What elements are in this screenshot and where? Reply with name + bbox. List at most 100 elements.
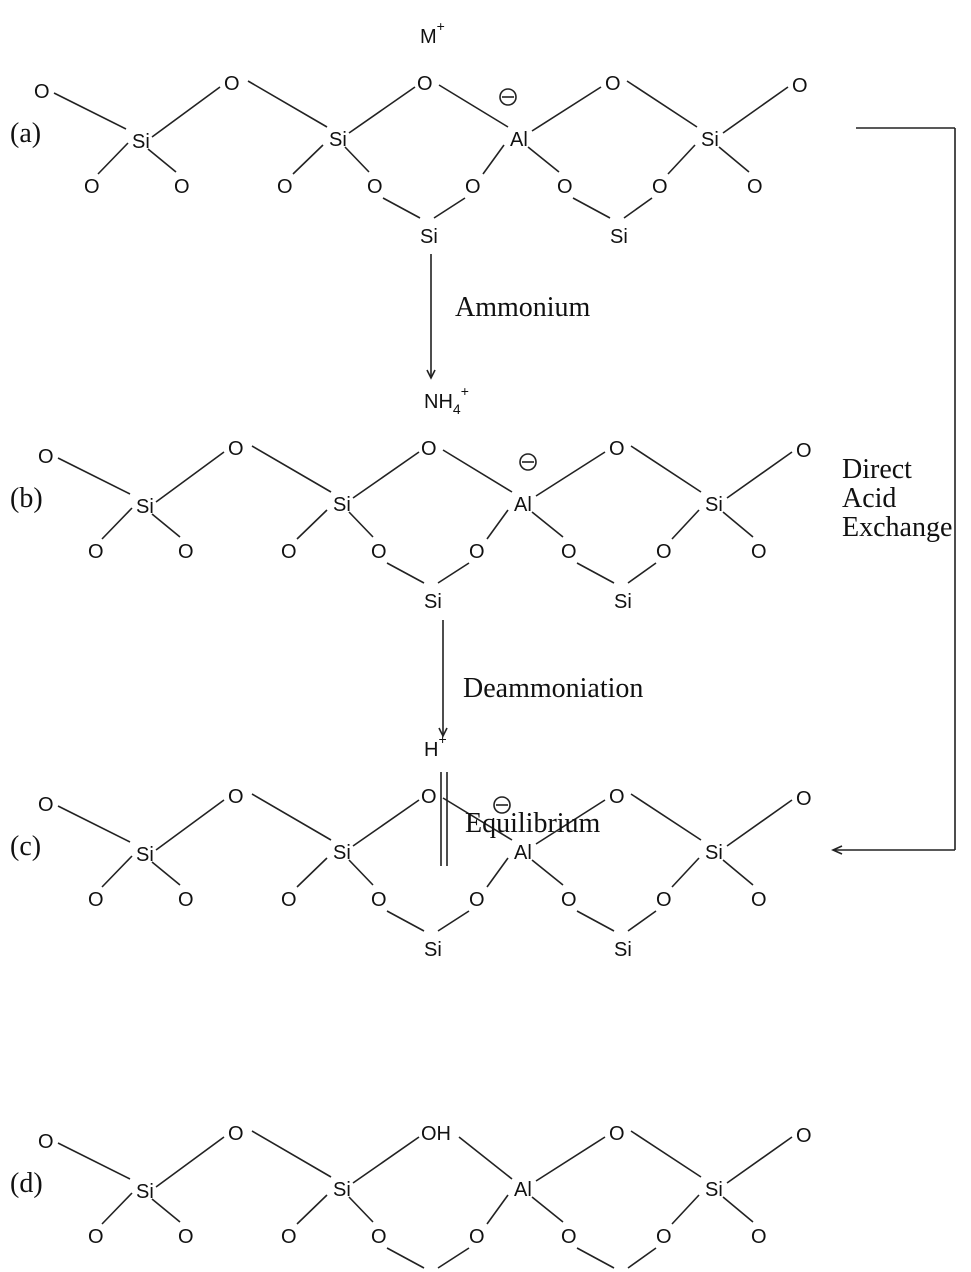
cation-label: NH4+ (424, 383, 469, 417)
bond (348, 859, 374, 886)
bond (531, 1196, 564, 1223)
oxygen-atom: O (88, 541, 104, 563)
bond (348, 86, 416, 134)
oxygen-atom: O (178, 1226, 194, 1248)
bond (57, 457, 131, 495)
bypass-label-line: Acid (842, 483, 896, 514)
silicon-atom: Si (424, 939, 442, 961)
bond (437, 1247, 470, 1269)
bond (531, 859, 564, 886)
bond (348, 1196, 374, 1223)
bond (458, 1136, 513, 1180)
bypass-label-line: Direct (842, 454, 912, 485)
bond (386, 910, 425, 932)
bond (247, 80, 328, 128)
arrow-head-icon (438, 727, 448, 738)
bond (531, 86, 602, 132)
bond (292, 144, 324, 175)
bond (531, 511, 564, 538)
silicon-atom: Si (136, 1181, 154, 1203)
oxygen-atom: O (277, 176, 293, 198)
bond (57, 805, 131, 843)
cation-label: H+ (424, 731, 447, 761)
silicon-atom: Si (329, 129, 347, 151)
bypass-label-line: Exchange (842, 512, 952, 543)
bond (433, 197, 466, 219)
bond (726, 451, 793, 499)
bond (147, 148, 177, 173)
silicon-atom: Si (333, 1179, 351, 1201)
panel-label: (d) (10, 1168, 43, 1199)
oxygen-atom: O (796, 1125, 812, 1147)
bond (572, 197, 611, 219)
silicon-atom: Si (610, 226, 628, 248)
bond (722, 511, 754, 538)
bond (671, 509, 700, 540)
silicon-atom: Si (420, 226, 438, 248)
step-label: Deammoniation (463, 673, 643, 704)
oxygen-atom: O (796, 788, 812, 810)
bond (97, 142, 129, 175)
oxygen-atom: O (88, 889, 104, 911)
bond (671, 857, 700, 888)
bond (386, 562, 425, 584)
step-3: Equilibrium (440, 772, 601, 866)
oxygen-atom: O (656, 889, 672, 911)
step-2: Deammoniation (438, 620, 643, 738)
oxygen-atom: O (751, 541, 767, 563)
silicon-atom: Si (705, 842, 723, 864)
oxygen-atom: O (561, 1226, 577, 1248)
oxygen-atom: O (561, 541, 577, 563)
bond (722, 859, 754, 886)
bond (576, 562, 615, 584)
bond (437, 910, 470, 932)
bond (296, 1194, 328, 1225)
silicon-atom: Si (705, 494, 723, 516)
aluminium-atom: Al (510, 129, 528, 151)
aluminium-atom: Al (514, 842, 532, 864)
bond (626, 80, 698, 128)
panel-label: (b) (10, 483, 43, 514)
bond (348, 511, 374, 538)
oxygen-atom: O (792, 75, 808, 97)
bond (344, 146, 370, 173)
bond (352, 1136, 420, 1184)
bond (53, 92, 127, 130)
bond (627, 910, 657, 932)
bond (101, 855, 133, 888)
bond (726, 1136, 793, 1184)
bond (722, 1196, 754, 1223)
bond (151, 1198, 181, 1223)
bond (623, 197, 653, 219)
bridging-oxygen-atom: O (421, 786, 437, 808)
bond (155, 451, 225, 503)
oxygen-atom: O (469, 889, 485, 911)
bond (352, 799, 420, 847)
oxygen-atom: O (228, 1123, 244, 1145)
oxygen-atom: O (371, 1226, 387, 1248)
oxygen-atom: O (34, 81, 50, 103)
oxygen-atom: O (656, 1226, 672, 1248)
bridging-oxygen-atom: O (421, 438, 437, 460)
bond (630, 793, 702, 841)
bond (482, 144, 505, 175)
bond (726, 799, 793, 847)
oxygen-atom: O (609, 438, 625, 460)
oxygen-atom: O (796, 440, 812, 462)
bond (535, 799, 606, 845)
oxygen-atom: O (609, 786, 625, 808)
oxygen-atom: O (751, 1226, 767, 1248)
negative-charge-icon (499, 88, 517, 106)
bond (671, 1194, 700, 1225)
bond (151, 86, 221, 138)
bond (486, 509, 509, 540)
negative-charge-icon (493, 796, 511, 814)
bond (630, 1130, 702, 1178)
bond (251, 445, 332, 493)
oxygen-atom: O (747, 176, 763, 198)
oxygen-atom: O (469, 541, 485, 563)
oxygen-atom: O (281, 541, 297, 563)
panel-label: (a) (10, 118, 41, 149)
